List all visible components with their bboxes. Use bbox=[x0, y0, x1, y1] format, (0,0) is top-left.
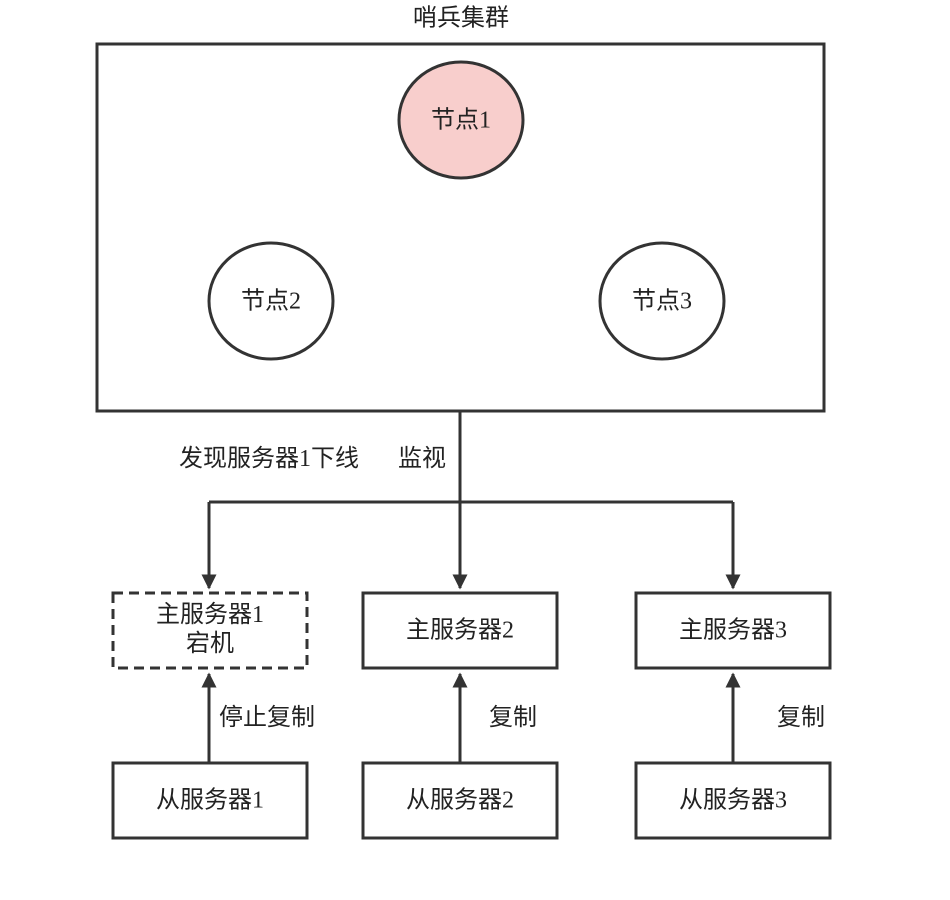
cluster-title: 哨兵集群 bbox=[413, 5, 509, 32]
slave-1-label: 从服务器1 bbox=[156, 787, 264, 814]
node-3-circle bbox=[598, 241, 726, 361]
master-1-box bbox=[111, 591, 309, 670]
master-1-name: 主服务器1 bbox=[156, 602, 264, 629]
monitor-label: 监视 bbox=[398, 446, 446, 472]
slave-3-label: 从服务器3 bbox=[679, 787, 787, 814]
slave-2-box bbox=[361, 761, 559, 840]
node-3-label: 节点3 bbox=[632, 288, 692, 315]
master-3-label: 主服务器3 bbox=[679, 617, 787, 644]
master-1-label: 主服务器1 宕机 bbox=[156, 601, 264, 659]
master-1-status: 宕机 bbox=[186, 631, 234, 657]
slave-3-box bbox=[634, 761, 832, 840]
replication-label-2: 复制 bbox=[489, 705, 537, 731]
replication-label-3: 复制 bbox=[777, 705, 825, 731]
node-1-circle bbox=[397, 60, 525, 180]
slave-1-box bbox=[111, 761, 309, 840]
stop-replication-label: 停止复制 bbox=[219, 705, 315, 731]
detect-offline-label: 发现服务器1下线 bbox=[179, 446, 359, 472]
node-1-label: 节点1 bbox=[431, 107, 491, 134]
node-2-circle bbox=[207, 241, 335, 361]
master-2-box bbox=[361, 591, 559, 670]
node-2-label: 节点2 bbox=[241, 288, 301, 315]
master-3-box bbox=[634, 591, 832, 670]
master-2-label: 主服务器2 bbox=[406, 617, 514, 644]
slave-2-label: 从服务器2 bbox=[406, 787, 514, 814]
